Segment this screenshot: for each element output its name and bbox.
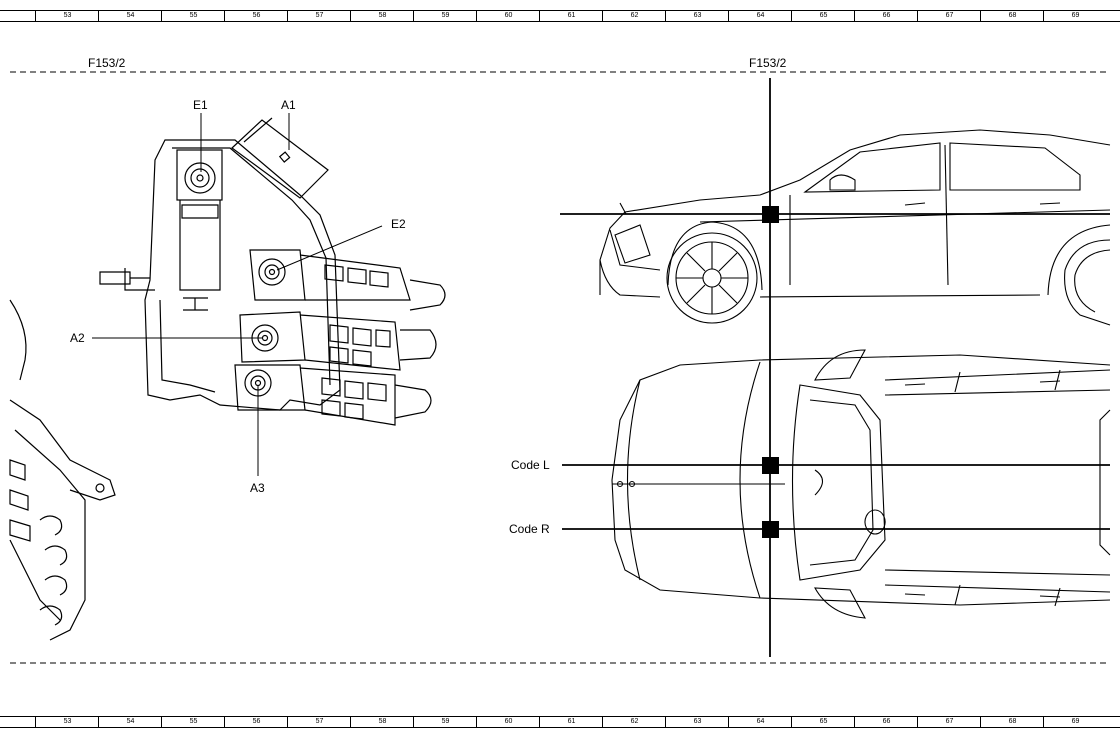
- ruler-cell: 56: [224, 11, 288, 21]
- ruler-cell: 58: [350, 11, 414, 21]
- ruler-cell: 59: [413, 11, 477, 21]
- ruler-cell: 64: [728, 717, 792, 727]
- ruler-cell: 65: [791, 717, 855, 727]
- ruler-cell: 54: [98, 717, 162, 727]
- ruler-cell: 66: [854, 717, 918, 727]
- ruler-cell: 63: [665, 11, 729, 21]
- label-a1: A1: [281, 98, 296, 112]
- label-a2: A2: [70, 331, 85, 345]
- ruler-cell: 65: [791, 11, 855, 21]
- ruler-cell: 60: [476, 717, 540, 727]
- ruler-cell: 61: [539, 717, 603, 727]
- label-e1: E1: [193, 98, 208, 112]
- ruler-cell: 68: [980, 11, 1044, 21]
- ruler-cell: 56: [224, 717, 288, 727]
- location-marker-side: [762, 206, 779, 223]
- label-a3: A3: [250, 481, 265, 495]
- ruler-cell: 66: [854, 11, 918, 21]
- ruler-cell: 69: [1043, 717, 1107, 727]
- ruler-cell: 55: [161, 717, 225, 727]
- ruler-cell: 60: [476, 11, 540, 21]
- label-code-l: Code L: [511, 458, 550, 472]
- location-marker-code-r: [762, 521, 779, 538]
- label-e2: E2: [391, 217, 406, 231]
- ruler-cell: 59: [413, 717, 477, 727]
- vehicle-side-view: [599, 129, 1111, 326]
- ruler-cell: 64: [728, 11, 792, 21]
- ruler-cell: 53: [35, 11, 99, 21]
- ruler-cell: 53: [35, 717, 99, 727]
- ruler-cell: 62: [602, 11, 666, 21]
- ruler-cell: 61: [539, 11, 603, 21]
- ruler-cell: 57: [287, 717, 351, 727]
- component-leader-lines: [92, 113, 383, 476]
- adjacent-component-drawing: [9, 299, 116, 641]
- section-label-left: F153/2: [88, 56, 126, 70]
- section-label-right: F153/2: [749, 56, 787, 70]
- ruler-cell: 63: [665, 717, 729, 727]
- ruler-cell: 57: [287, 11, 351, 21]
- vehicle-top-view: [611, 349, 1111, 619]
- ruler-cell: 69: [1043, 11, 1107, 21]
- ruler-cell: 62: [602, 717, 666, 727]
- ruler-cell: 67: [917, 717, 981, 727]
- fuse-block-drawing: [99, 117, 446, 426]
- label-code-r: Code R: [509, 522, 550, 536]
- ruler-cell: 67: [917, 11, 981, 21]
- location-marker-lines: [560, 78, 1110, 657]
- ruler-cell: 54: [98, 11, 162, 21]
- ruler-cell: 68: [980, 717, 1044, 727]
- ruler-cell: 58: [350, 717, 414, 727]
- location-marker-code-l: [762, 457, 779, 474]
- ruler-cell: 55: [161, 11, 225, 21]
